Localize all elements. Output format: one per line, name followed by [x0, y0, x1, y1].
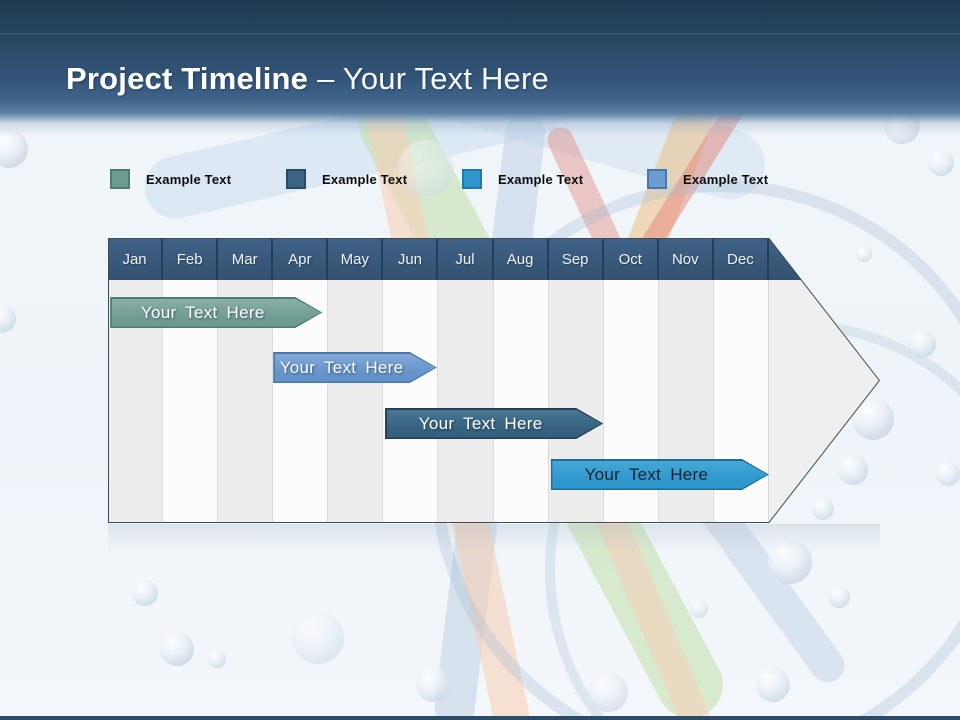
month-cell: Oct	[604, 238, 659, 280]
month-label: Sep	[561, 250, 589, 268]
timeline-clip: Jan Feb Mar Apr May Jun Jul Aug Sep Oct Nov Dec	[108, 238, 880, 523]
grid-column	[603, 280, 659, 523]
month-cell: Nov	[659, 238, 714, 280]
background-sphere	[756, 668, 790, 702]
month-cell: Feb	[163, 238, 219, 280]
month-label: Aug	[506, 250, 534, 268]
grid-column	[163, 280, 219, 523]
grid-column	[108, 280, 164, 523]
month-label: Oct	[618, 250, 642, 268]
background-sphere	[132, 580, 158, 606]
month-label: Feb	[176, 250, 203, 268]
background-sphere	[588, 672, 628, 712]
month-label: Nov	[671, 250, 699, 268]
background-sphere	[208, 650, 226, 668]
timeline-grid	[108, 280, 769, 523]
background-sphere	[908, 330, 936, 358]
grid-column	[273, 280, 329, 523]
month-cell: Mar	[218, 238, 274, 280]
grid-column	[713, 280, 769, 523]
month-cell: Sep	[549, 238, 604, 280]
background-sphere	[768, 540, 812, 584]
background-sphere	[928, 150, 954, 176]
grid-column	[658, 280, 714, 523]
month-cell: Dec	[714, 238, 769, 280]
month-label: Jan	[122, 250, 147, 268]
month-label: Dec	[727, 250, 754, 268]
background-sphere	[690, 600, 708, 618]
month-label: Jun	[397, 250, 423, 268]
month-cell: Jan	[108, 238, 164, 280]
background-sphere	[936, 462, 960, 486]
header-band: Project Timeline– Your Text Here	[0, 0, 960, 136]
timeline-arrow: Jan Feb Mar Apr May Jun Jul Aug Sep Oct Nov Dec	[108, 238, 880, 523]
grid-column	[548, 280, 604, 523]
grid-column	[328, 280, 384, 523]
background-sphere	[0, 305, 16, 333]
month-cell: Jun	[383, 238, 439, 280]
background-sphere	[160, 632, 194, 666]
background-sphere	[828, 586, 850, 608]
month-cell: Aug	[494, 238, 549, 280]
month-cell: Apr	[273, 238, 329, 280]
month-cell: May	[328, 238, 384, 280]
month-label: Apr	[288, 250, 312, 268]
grid-column	[493, 280, 549, 523]
background-sphere	[416, 668, 450, 702]
month-label: May	[340, 250, 370, 268]
slide-title-suffix: – Your Text Here	[317, 61, 549, 96]
grid-column	[383, 280, 439, 523]
month-cell: Jul	[438, 238, 494, 280]
slide-title-main: Project Timeline	[66, 61, 309, 96]
table-reflection	[108, 524, 880, 552]
header-band-highlight	[0, 33, 960, 35]
month-label: Jul	[455, 250, 475, 268]
background-sphere	[398, 140, 454, 196]
grid-column	[218, 280, 274, 523]
grid-column	[438, 280, 494, 523]
month-label: Mar	[231, 250, 258, 268]
background-sphere	[292, 612, 344, 664]
month-header-row: Jan Feb Mar Apr May Jun Jul Aug Sep Oct Nov Dec	[108, 238, 880, 280]
slide-title: Project Timeline– Your Text Here	[66, 60, 549, 98]
bottom-accent-bar	[0, 716, 960, 720]
